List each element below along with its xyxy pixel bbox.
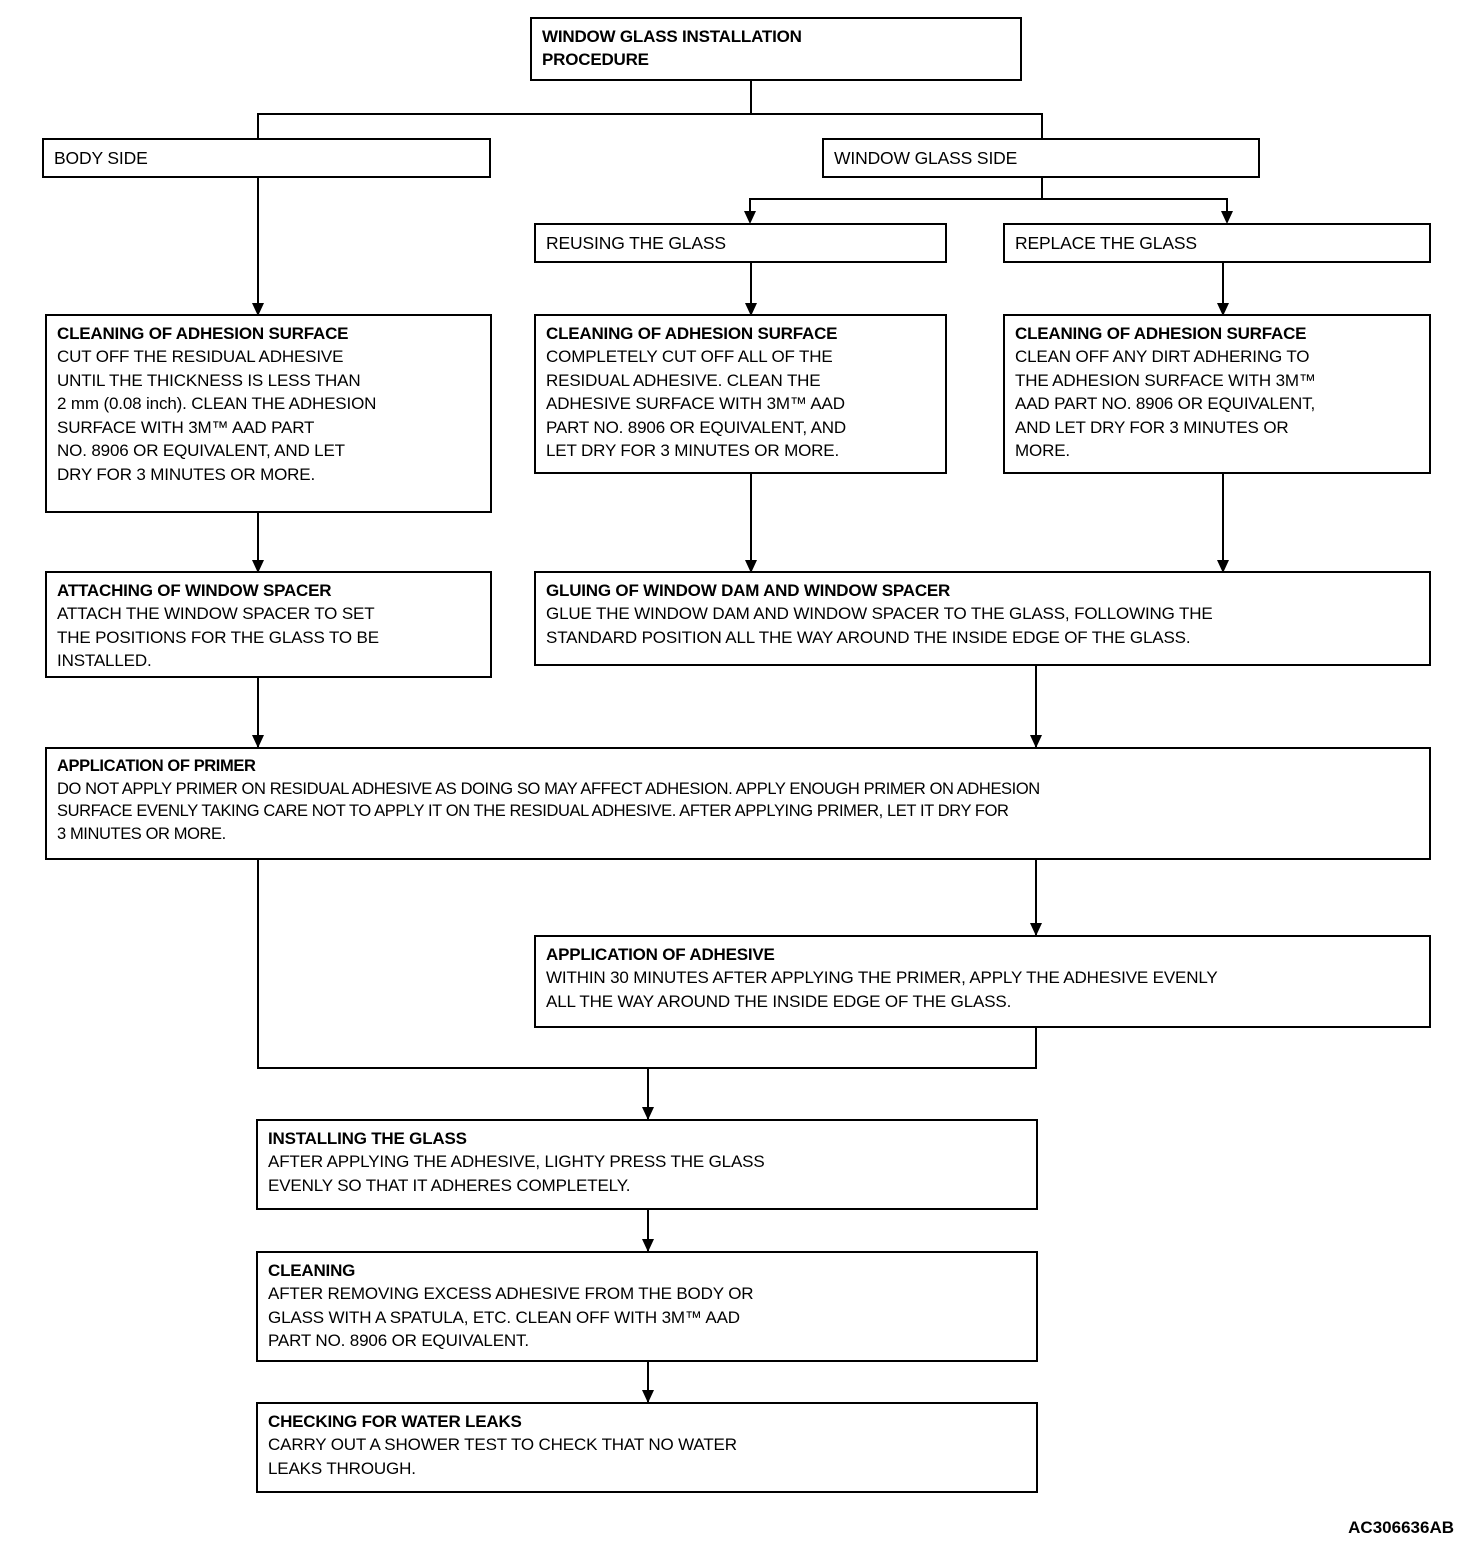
connector-gluing-to-primer xyxy=(1035,666,1037,748)
node-title: CHECKING FOR WATER LEAKS xyxy=(268,1412,522,1431)
connector-join-to-installing xyxy=(647,1067,649,1120)
connector-adhesive-right-rail xyxy=(1035,1028,1037,1069)
arrow-to-attach-spacer xyxy=(252,560,264,573)
node-body: CARRY OUT A SHOWER TEST TO CHECK THAT NO… xyxy=(268,1435,737,1478)
node-cleaning[interactable]: CLEANING AFTER REMOVING EXCESS ADHESIVE … xyxy=(256,1251,1038,1362)
arrow-to-cleaning xyxy=(642,1239,654,1252)
node-title: APPLICATION OF ADHESIVE xyxy=(546,945,775,964)
node-body: ATTACH THE WINDOW SPACER TO SET THE POSI… xyxy=(57,604,379,670)
connector-to-replace xyxy=(1226,198,1228,220)
node-title: WINDOW GLASS INSTALLATION PROCEDURE xyxy=(542,27,802,69)
arrow-to-installing xyxy=(642,1107,654,1120)
node-reusing-the-glass[interactable]: REUSING THE GLASS xyxy=(534,223,947,263)
node-title: CLEANING OF ADHESION SURFACE xyxy=(1015,324,1307,343)
arrow-to-clean-body xyxy=(252,303,264,316)
node-gluing-of-window-dam-and-window-spacer[interactable]: GLUING OF WINDOW DAM AND WINDOW SPACER G… xyxy=(534,571,1431,666)
node-body: DO NOT APPLY PRIMER ON RESIDUAL ADHESIVE… xyxy=(57,779,1040,843)
node-cleaning-of-adhesion-surface-body[interactable]: CLEANING OF ADHESION SURFACE CUT OFF THE… xyxy=(45,314,492,513)
connector-clean-replace-to-gluing xyxy=(1222,472,1224,573)
node-window-glass-installation-procedure[interactable]: WINDOW GLASS INSTALLATION PROCEDURE xyxy=(530,17,1022,81)
connector-cleaning-to-water-leaks xyxy=(647,1361,649,1403)
arrow-to-reusing xyxy=(744,211,756,224)
node-cleaning-of-adhesion-surface-replace[interactable]: CLEANING OF ADHESION SURFACE CLEAN OFF A… xyxy=(1003,314,1431,474)
node-body: COMPLETELY CUT OFF ALL OF THE RESIDUAL A… xyxy=(546,347,847,460)
node-title: GLUING OF WINDOW DAM AND WINDOW SPACER xyxy=(546,581,951,600)
node-label: BODY SIDE xyxy=(54,148,148,168)
connector-primer-to-adhesive xyxy=(1035,860,1037,936)
node-title: ATTACHING OF WINDOW SPACER xyxy=(57,581,332,600)
connector-root-stem xyxy=(750,80,752,115)
node-label: REPLACE THE GLASS xyxy=(1015,233,1197,253)
node-replace-the-glass[interactable]: REPLACE THE GLASS xyxy=(1003,223,1431,263)
node-body: WITHIN 30 MINUTES AFTER APPLYING THE PRI… xyxy=(546,968,1218,1011)
node-cleaning-of-adhesion-surface-reuse[interactable]: CLEANING OF ADHESION SURFACE COMPLETELY … xyxy=(534,314,947,474)
connector-replace-to-clean xyxy=(1222,260,1224,317)
node-application-of-adhesive[interactable]: APPLICATION OF ADHESIVE WITHIN 30 MINUTE… xyxy=(534,935,1431,1028)
node-body: GLUE THE WINDOW DAM AND WINDOW SPACER TO… xyxy=(546,604,1213,647)
arrow-to-gluing-right xyxy=(1217,560,1229,573)
node-body-side[interactable]: BODY SIDE xyxy=(42,138,491,178)
connector-spacer-to-primer xyxy=(257,678,259,748)
node-title: APPLICATION OF PRIMER xyxy=(57,757,256,775)
connector-wgs-split-bar xyxy=(749,198,1228,200)
connector-primer-left-rail xyxy=(257,860,259,1069)
node-title: INSTALLING THE GLASS xyxy=(268,1129,467,1148)
connector-installing-to-cleaning xyxy=(647,1210,649,1252)
connector-window-glass-side-stem xyxy=(1041,113,1043,141)
node-label: WINDOW GLASS SIDE xyxy=(834,148,1018,168)
node-label: REUSING THE GLASS xyxy=(546,233,726,253)
connector-body-side-down xyxy=(257,113,259,317)
node-checking-for-water-leaks[interactable]: CHECKING FOR WATER LEAKS CARRY OUT A SHO… xyxy=(256,1402,1038,1493)
connector-to-reusing xyxy=(749,198,751,220)
arrow-to-clean-reuse xyxy=(745,303,757,316)
arrow-to-water-leaks xyxy=(642,1390,654,1403)
connector-reusing-to-clean xyxy=(750,260,752,317)
connector-wgs-down xyxy=(1041,175,1043,200)
node-installing-the-glass[interactable]: INSTALLING THE GLASS AFTER APPLYING THE … xyxy=(256,1119,1038,1210)
node-window-glass-side[interactable]: WINDOW GLASS SIDE xyxy=(822,138,1260,178)
node-body: AFTER APPLYING THE ADHESIVE, LIGHTY PRES… xyxy=(268,1152,765,1195)
connector-clean-reuse-to-gluing xyxy=(750,472,752,573)
node-attaching-of-window-spacer[interactable]: ATTACHING OF WINDOW SPACER ATTACH THE WI… xyxy=(45,571,492,678)
figure-part-number: AC306636AB xyxy=(1348,1518,1454,1537)
arrow-to-primer-left xyxy=(252,735,264,748)
node-body: CLEAN OFF ANY DIRT ADHERING TO THE ADHES… xyxy=(1015,347,1316,460)
arrow-to-adhesive xyxy=(1030,923,1042,936)
arrow-to-gluing-left xyxy=(745,560,757,573)
node-title: CLEANING xyxy=(268,1261,356,1280)
arrow-to-clean-replace xyxy=(1217,303,1229,316)
arrow-to-replace xyxy=(1221,211,1233,224)
connector-clean-body-to-spacer xyxy=(257,510,259,573)
arrow-to-primer-right xyxy=(1030,735,1042,748)
node-body: CUT OFF THE RESIDUAL ADHESIVE UNTIL THE … xyxy=(57,347,377,484)
node-body: AFTER REMOVING EXCESS ADHESIVE FROM THE … xyxy=(268,1284,754,1350)
node-title: CLEANING OF ADHESION SURFACE xyxy=(546,324,838,343)
node-title: CLEANING OF ADHESION SURFACE xyxy=(57,324,349,343)
node-application-of-primer[interactable]: APPLICATION OF PRIMER DO NOT APPLY PRIME… xyxy=(45,747,1431,860)
connector-main-split-bar xyxy=(257,113,1043,115)
